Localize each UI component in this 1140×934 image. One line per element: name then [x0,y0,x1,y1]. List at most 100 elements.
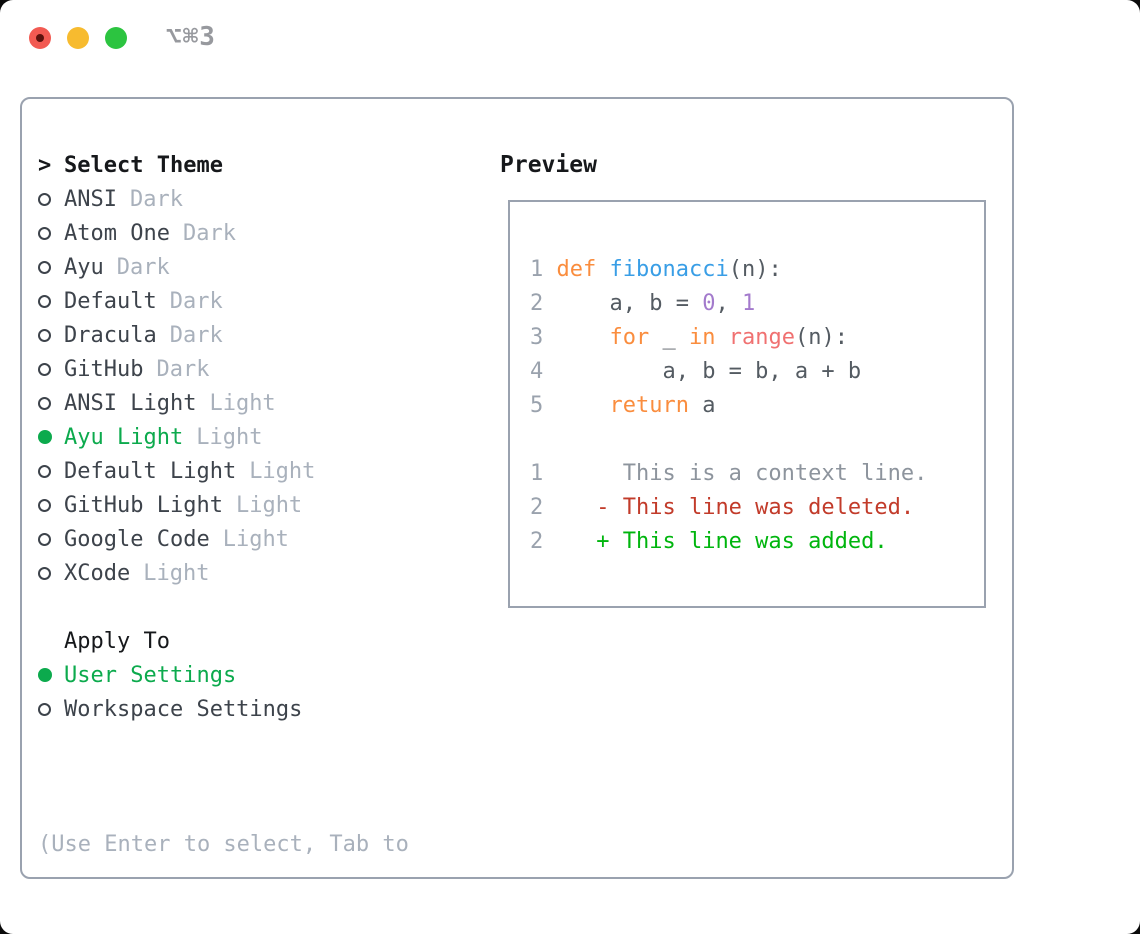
selected-dot-icon [38,668,52,682]
theme-name: Default [64,288,157,314]
theme-variant-tag: Dark [129,186,183,212]
code-token: (n): [728,257,782,282]
hint-line: change focus) [38,930,409,934]
code-token: for [609,325,650,350]
code-token [715,325,728,350]
radio-circle-icon [38,566,51,580]
code-line [530,423,927,457]
code-token: 0 [702,291,716,316]
radio-circle-icon [38,396,51,410]
bullet-slot [38,396,64,410]
radio-circle-icon [38,226,51,240]
theme-name: ANSI [64,186,117,212]
radio-circle-icon [38,328,51,342]
code-line: 2 - This line was deleted. [530,491,927,525]
code-token: range [728,325,795,350]
theme-list-item[interactable]: Dracula Dark [0,318,315,352]
theme-variant-tag: Light [143,560,210,586]
close-button[interactable] [29,27,51,49]
theme-list-item[interactable]: XCode Light [0,556,315,590]
radio-circle-icon [38,532,51,546]
theme-variant-tag: Light [249,458,316,484]
theme-variant-tag: Light [196,424,263,450]
radio-circle-icon [38,294,51,308]
preview-heading: Preview [500,152,597,178]
code-token: _ [649,325,689,350]
theme-name: Google Code [64,526,210,552]
bullet-slot [38,532,64,546]
code-token: a, b = b, a + b [556,359,862,384]
code-line: 4 a, b = b, a + b [530,355,927,389]
hint-line: (Use Enter to select, Tab to [38,832,409,857]
line-number [530,427,543,452]
apply-to-heading: Apply To [64,628,170,654]
bullet-slot [38,294,64,308]
code-token [557,325,610,350]
code-line: 2 + This line was added. [530,525,927,559]
bullet-slot [38,328,64,342]
apply-to-option[interactable]: Workspace Settings [0,692,302,726]
code-token: , [715,291,742,316]
apply-to-label: Workspace Settings [64,696,303,722]
code-line: 2 a, b = 0, 1 [530,287,927,321]
bullet-slot [38,464,64,478]
theme-variant-tag: Dark [116,254,170,280]
theme-variant-tag: Light [209,390,276,416]
code-token: 1 [741,291,756,316]
bullet-slot [38,668,64,682]
line-number: 2 [530,291,557,316]
line-number: 3 [530,325,557,350]
theme-name: Dracula [64,322,157,348]
bullet-slot [38,226,64,240]
radio-circle-icon [38,362,51,376]
line-number: 2 [530,529,557,554]
bullet-slot [38,566,64,580]
code-token: a [688,393,716,418]
bullet-slot [38,702,64,716]
code-line: 1 def fibonacci(n): [530,253,927,287]
code-token: def [556,257,610,282]
theme-variant-tag: Dark [156,356,210,382]
code-token: (n): [794,325,848,350]
theme-variant-tag: Dark [182,220,236,246]
theme-list-item[interactable]: ANSI Dark [0,182,315,216]
theme-variant-tag: Dark [169,322,223,348]
close-dot-icon [36,34,44,42]
theme-name: Atom One [64,220,170,246]
radio-circle-icon [38,464,51,478]
bullet-slot [38,362,64,376]
radio-circle-icon [38,702,51,716]
bullet-slot [38,260,64,274]
theme-list-item[interactable]: Atom One Dark [0,216,315,250]
selected-dot-icon [38,430,52,444]
theme-name: ANSI Light [64,390,197,416]
line-number: 1 [530,257,557,282]
minimize-button[interactable] [67,27,89,49]
theme-name: Ayu [64,254,104,280]
theme-list-item[interactable]: ANSI Light Light [0,386,315,420]
code-line: 5 return a [530,389,927,423]
theme-list-item[interactable]: Ayu Dark [0,250,315,284]
code-token [557,393,610,418]
radio-circle-icon [38,192,51,206]
radio-circle-icon [38,498,51,512]
zoom-button[interactable] [105,27,127,49]
code-token: in [688,325,716,350]
bullet-slot [38,430,64,444]
theme-name: XCode [64,560,131,586]
window-title: ⌥⌘3 [166,22,216,52]
bullet-slot [38,192,64,206]
line-number: 4 [530,359,557,384]
apply-to-option[interactable]: User Settings [0,658,302,692]
